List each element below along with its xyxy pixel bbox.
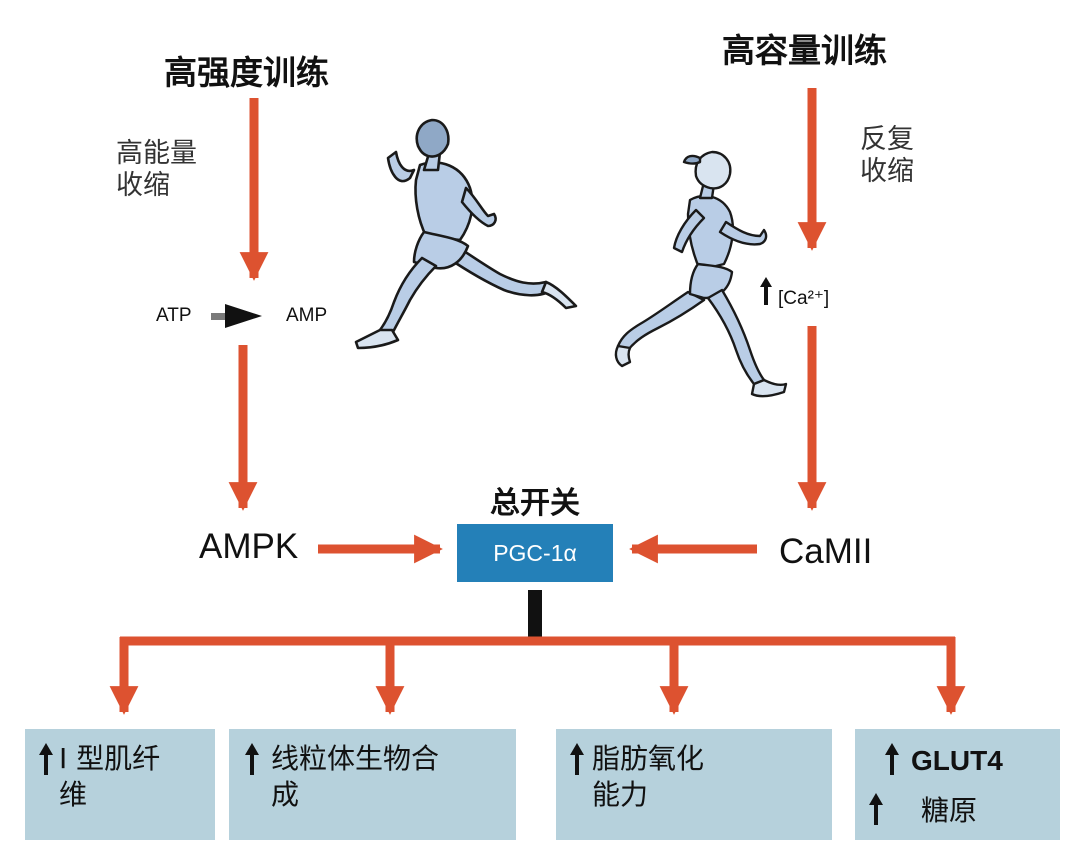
outcome-box-glut4-glycogen: GLUT4 糖原 — [855, 729, 1060, 840]
outcome-box-type1-fiber: I 型肌纤 维 — [25, 729, 215, 840]
outcome-fat-line2: 能力 — [592, 778, 649, 811]
black-right-arrow-icon — [211, 304, 262, 328]
right-pathway-title: 高容量训练 — [722, 31, 887, 70]
left-pathway-note: 高能量 收缩 — [116, 138, 197, 201]
outcome-mito-line2: 成 — [271, 778, 300, 811]
hub-label: 总开关 — [490, 486, 580, 521]
jogger-figure-icon — [614, 150, 788, 398]
up-arrow-icon — [869, 793, 883, 825]
ampk-node: AMPK — [199, 527, 299, 566]
left-pathway-title: 高强度训练 — [164, 53, 329, 92]
outcome-box-mito-biogenesis: 线粒体生物合 成 — [229, 729, 516, 840]
outcome-type1-line2: 维 — [59, 778, 88, 811]
up-arrow-icon — [885, 743, 899, 775]
hub-stem — [528, 590, 542, 645]
up-arrow-icon — [760, 277, 772, 305]
up-arrow-icon — [39, 743, 53, 775]
up-arrow-icon — [245, 743, 259, 775]
outcome-fat-line1: 脂肪氧化 — [592, 742, 705, 775]
outcome-type1-line1: I 型肌纤 — [59, 742, 161, 775]
sprinter-figure-icon — [354, 118, 578, 350]
pgc1a-box: PGC-1α — [457, 524, 613, 582]
outcome-glycogen-label: 糖原 — [921, 794, 978, 827]
outcome-glut4-label: GLUT4 — [911, 745, 1003, 776]
outcome-mito-line1: 线粒体生物合 — [271, 742, 440, 775]
pgc1a-label: PGC-1α — [493, 539, 577, 566]
camii-node: CaMII — [779, 532, 873, 571]
atp-label: ATP — [156, 305, 192, 326]
outcome-box-fat-oxidation: 脂肪氧化 能力 — [556, 729, 832, 840]
up-arrow-icon — [570, 743, 584, 775]
right-pathway-note: 反复 收缩 — [860, 124, 914, 187]
calcium-label: [Ca²⁺] — [778, 288, 830, 309]
amp-label: AMP — [286, 305, 328, 326]
